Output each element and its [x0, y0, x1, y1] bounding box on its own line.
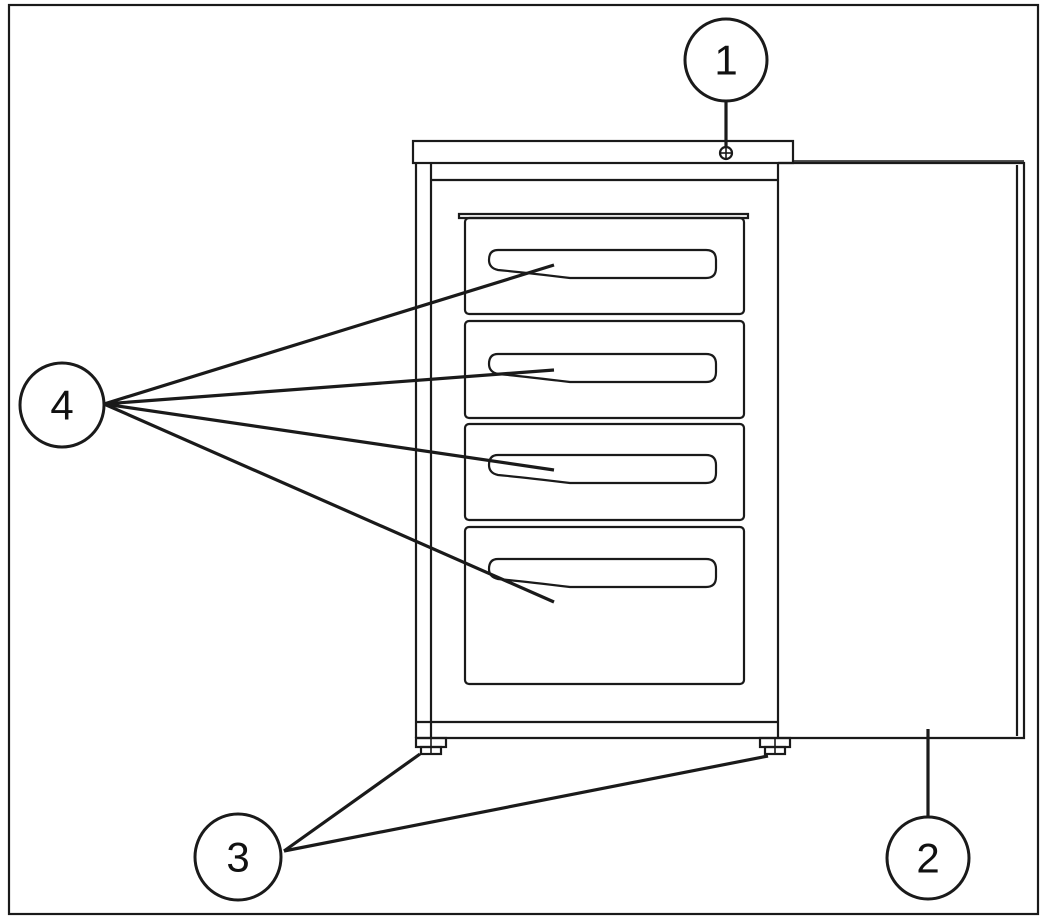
callout-1-label: 1: [714, 37, 737, 84]
leader-4b: [103, 368, 555, 406]
leader-3b: [283, 754, 769, 853]
leader-4d: [103, 402, 555, 604]
callout-2: 2: [885, 815, 971, 901]
foot-left: [414, 736, 448, 756]
callout-2-label: 2: [916, 835, 939, 882]
worktop: [411, 139, 795, 165]
foot-right: [758, 736, 792, 756]
leader-3a: [283, 752, 421, 853]
callout-1: 1: [683, 17, 769, 103]
callout-4: 4: [18, 361, 106, 449]
drawer-1: [457, 212, 750, 316]
callout-3: 3: [193, 812, 283, 902]
drawer-4: [463, 525, 746, 686]
leader-4c: [103, 402, 555, 472]
leader-4a: [103, 263, 555, 406]
thermostat-knob: [718, 145, 734, 161]
callout-3-label: 3: [226, 834, 249, 881]
drawer-2: [463, 319, 746, 420]
drawer-3: [463, 422, 746, 522]
diagram-frame: [7, 3, 1040, 916]
door: [778, 160, 1026, 740]
callout-4-label: 4: [50, 382, 73, 429]
